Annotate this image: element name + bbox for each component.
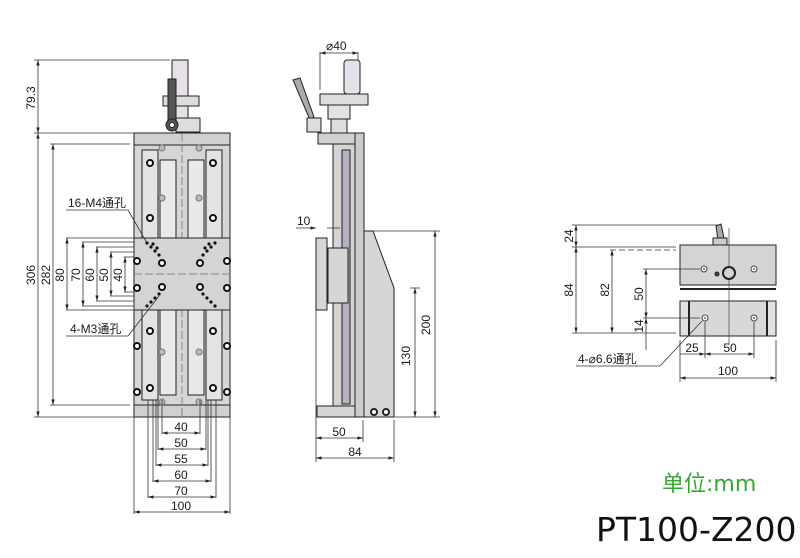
svg-text:60: 60: [83, 268, 97, 282]
svg-text:16-M4通孔: 16-M4通孔: [68, 196, 126, 210]
svg-text:4-⌀6.6通孔: 4-⌀6.6通孔: [578, 352, 637, 366]
front-view: [133, 59, 231, 418]
svg-text:79.3: 79.3: [24, 86, 38, 110]
svg-text:82: 82: [598, 283, 612, 297]
svg-text:50: 50: [332, 425, 346, 439]
svg-text:306: 306: [24, 265, 38, 285]
svg-text:84: 84: [348, 445, 362, 459]
svg-text:200: 200: [419, 315, 433, 335]
top-view: [679, 223, 777, 345]
model-title: PT100-Z200: [596, 510, 797, 549]
svg-text:50: 50: [97, 268, 111, 282]
side-view-labels: ⌀40 10 200 130 50 84: [297, 39, 433, 459]
svg-text:25: 25: [685, 341, 699, 355]
svg-text:130: 130: [399, 346, 413, 366]
svg-text:40: 40: [111, 268, 125, 282]
svg-text:10: 10: [297, 214, 311, 228]
svg-text:50: 50: [723, 341, 737, 355]
svg-text:14: 14: [632, 319, 646, 333]
svg-text:4-M3通孔: 4-M3通孔: [70, 322, 121, 336]
svg-text:40: 40: [174, 420, 188, 434]
front-view-labels: 79.3 306 282 80 70 60 50 40 40 50 55 60 …: [24, 86, 191, 513]
svg-text:⌀40: ⌀40: [326, 39, 347, 53]
svg-text:84: 84: [562, 283, 576, 297]
top-view-labels: 24 84 82 50 14 25 50 100 4-⌀6.6通孔: [562, 229, 738, 378]
svg-text:60: 60: [174, 468, 188, 482]
svg-text:100: 100: [718, 364, 738, 378]
svg-text:70: 70: [174, 484, 188, 498]
svg-text:282: 282: [39, 265, 53, 285]
svg-text:80: 80: [53, 268, 67, 282]
top-view-dimensions: [572, 224, 777, 382]
svg-text:50: 50: [174, 436, 188, 450]
svg-text:100: 100: [171, 499, 191, 513]
side-view-dimensions: [296, 51, 440, 462]
side-view: [292, 59, 395, 418]
front-view-dimensions: [34, 59, 231, 514]
unit-label: 单位:mm: [662, 472, 757, 497]
svg-text:70: 70: [69, 268, 83, 282]
svg-text:24: 24: [562, 229, 576, 243]
svg-text:50: 50: [632, 287, 646, 301]
svg-text:55: 55: [174, 452, 188, 466]
